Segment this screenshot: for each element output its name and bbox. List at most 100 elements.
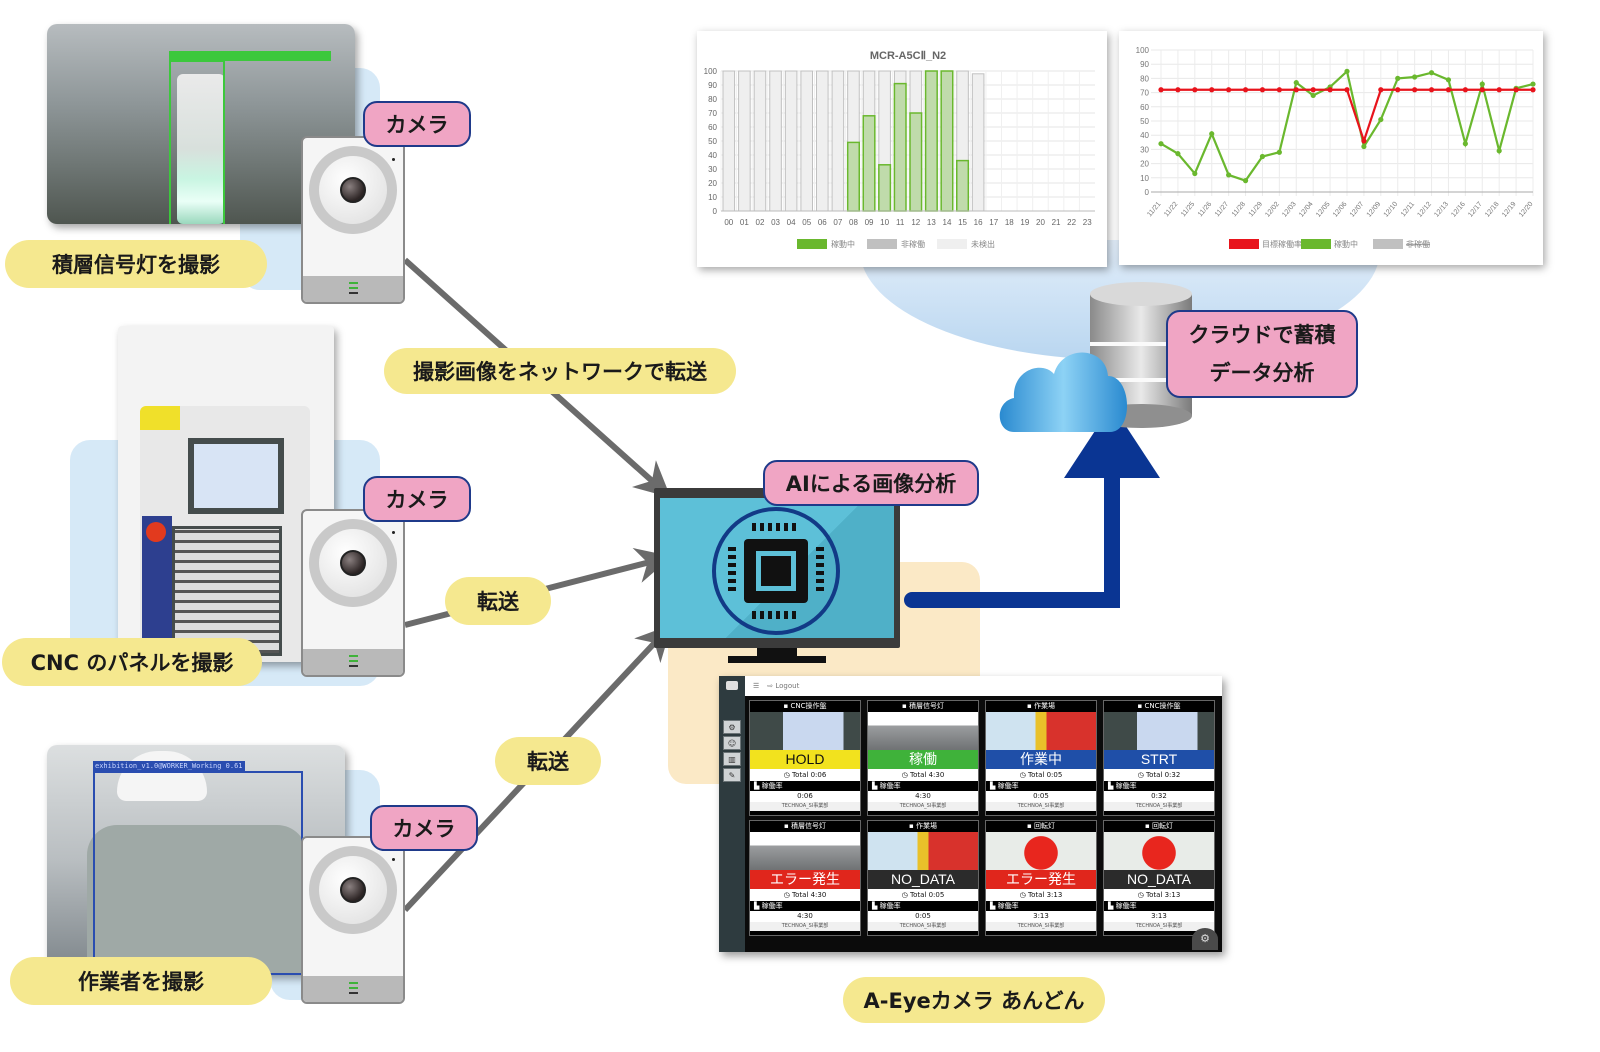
tile-source: ▪ CNC操作盤 — [783, 702, 827, 710]
x-tick-label: 11/27 — [1214, 201, 1230, 219]
bar-idle — [753, 70, 767, 212]
cnc-panel-photo — [118, 326, 334, 662]
source-label-cnc: CNC のパネルを撮影 — [2, 638, 262, 686]
tile-status: NO_DATA — [868, 870, 978, 889]
factory-icon: ▙ — [754, 782, 760, 790]
data-point — [1378, 116, 1384, 123]
legend-label: 未検出 — [971, 239, 995, 249]
andon-tile[interactable]: ▪ 積層信号灯 稼働 ◷ Total 4:30 ▙ 稼働率 4:30 TECHN… — [867, 700, 979, 816]
andon-tile[interactable]: ▪ CNC操作盤 HOLD ◷ Total 0:06 ▙ 稼働率 0:06 TE… — [749, 700, 861, 816]
sidebar-settings-button[interactable]: ⚙ — [723, 720, 741, 734]
tile-total-label: Total 0:32 — [1146, 771, 1181, 779]
data-point — [1412, 87, 1418, 93]
clock-icon: ◷ — [1137, 771, 1144, 779]
legend-swatch — [867, 239, 897, 249]
tile-total: ◷ Total 0:05 — [868, 889, 978, 901]
tile-total-label: Total 0:06 — [792, 771, 827, 779]
andon-tile[interactable]: ▪ CNC操作盤 STRT ◷ Total 0:32 ▙ 稼働率 0:32 TE… — [1103, 700, 1215, 816]
andon-tile[interactable]: ▪ 回転灯 エラー発生 ◷ Total 3:13 ▙ 稼働率 3:13 TECH… — [985, 820, 1097, 936]
tile-rate-value: 0:05 — [868, 911, 978, 922]
tile-status: 作業中 — [986, 750, 1096, 769]
data-point — [1192, 170, 1198, 177]
x-tick-label: 23 — [1083, 218, 1092, 227]
factory-icon: ▙ — [872, 902, 878, 910]
data-point — [1530, 81, 1536, 87]
bar-running — [909, 112, 923, 212]
data-point — [1310, 92, 1316, 99]
factory-icon: ▙ — [754, 902, 760, 910]
x-tick-label: 11/22 — [1163, 201, 1179, 219]
x-tick-label: 12/04 — [1298, 201, 1315, 219]
cloud-analysis-tag: クラウドで蓄積 データ分析 — [1166, 310, 1358, 398]
tile-source-label: 回転灯 — [1151, 822, 1173, 830]
monitor-stand — [757, 648, 797, 656]
data-point — [1378, 87, 1384, 93]
y-tick-label: 40 — [708, 151, 717, 160]
data-point — [1496, 148, 1502, 154]
tile-footer: TECHNOA_SI事業部 — [986, 802, 1096, 811]
tile-footer: TECHNOA_SI事業部 — [1104, 922, 1214, 931]
tile-total-label: Total 0:05 — [1028, 771, 1063, 779]
x-tick-label: 10 — [880, 218, 889, 227]
sidebar-chart-button[interactable]: ▥ — [723, 752, 741, 766]
andon-tile[interactable]: ▪ 作業場 作業中 ◷ Total 0:05 ▙ 稼働率 0:05 TECHNO… — [985, 700, 1097, 816]
detection-label-bar — [169, 51, 331, 61]
tile-total: ◷ Total 4:30 — [750, 889, 860, 901]
data-point — [1344, 87, 1350, 93]
data-point — [1209, 131, 1215, 137]
data-point — [1479, 81, 1485, 87]
tile-total-label: Total 4:30 — [910, 771, 945, 779]
tile-total-label: Total 0:05 — [910, 891, 945, 899]
data-point — [1395, 87, 1401, 93]
andon-dashboard: ⚙ ☺ ▥ ✎ ☰ ⇨ Logout ▪ CNC操作盤 HOLD ◷ Total… — [719, 676, 1222, 952]
sidebar-edit-button[interactable]: ✎ — [723, 768, 741, 782]
detection-label: exhibition_v1.0@WORKER_Working 0.61 — [93, 761, 245, 771]
andon-tile[interactable]: ▪ 回転灯 NO_DATA ◷ Total 3:13 ▙ 稼働率 3:13 TE… — [1103, 820, 1215, 936]
bar-running — [924, 70, 938, 212]
tile-status: 稼働 — [868, 750, 978, 769]
y-tick-label: 20 — [708, 179, 717, 188]
x-tick-label: 12/18 — [1484, 201, 1501, 219]
y-tick-label: 70 — [708, 109, 717, 118]
andon-tile[interactable]: ▪ 作業場 NO_DATA ◷ Total 0:05 ▙ 稼働率 0:05 TE… — [867, 820, 979, 936]
y-tick-label: 60 — [708, 123, 717, 132]
app-logo-icon — [726, 681, 738, 690]
x-tick-label: 00 — [724, 218, 733, 227]
worker-body — [87, 825, 307, 975]
hamburger-icon[interactable]: ☰ — [753, 682, 760, 690]
y-tick-label: 40 — [1140, 131, 1149, 140]
monitor-foot — [728, 656, 826, 663]
sidebar-people-button[interactable]: ☺ — [723, 736, 741, 750]
legend-swatch — [1301, 239, 1331, 249]
data-point — [1395, 75, 1401, 81]
data-point — [1226, 87, 1232, 93]
tile-footer: TECHNOA_SI事業部 — [750, 922, 860, 931]
dashboard-settings-fab[interactable]: ⚙ — [1192, 928, 1218, 950]
transfer-label-cnc: 転送 — [445, 577, 551, 625]
tile-rate-header: ▙ 稼働率 — [1104, 781, 1214, 791]
x-tick-label: 19 — [1020, 218, 1029, 227]
x-tick-label: 18 — [1005, 218, 1014, 227]
camera-tag-3: カメラ — [370, 805, 478, 851]
bar-running — [940, 70, 954, 212]
tile-rate-label: 稼働率 — [879, 782, 901, 790]
tile-rate-value: 0:05 — [986, 791, 1096, 802]
x-tick-label: 12/16 — [1450, 201, 1467, 219]
y-tick-label: 0 — [713, 207, 718, 216]
tile-rate-header: ▙ 稼働率 — [986, 901, 1096, 911]
tile-rate-header: ▙ 稼働率 — [986, 781, 1096, 791]
y-tick-label: 80 — [1140, 74, 1149, 83]
tile-rate-value: 3:13 — [1104, 911, 1214, 922]
x-tick-label: 11/26 — [1197, 201, 1213, 219]
andon-tile[interactable]: ▪ 積層信号灯 エラー発生 ◷ Total 4:30 ▙ 稼働率 4:30 TE… — [749, 820, 861, 936]
tile-camera-image — [750, 712, 860, 750]
data-point — [1530, 87, 1536, 93]
bar-idle — [816, 70, 829, 212]
tile-total: ◷ Total 0:32 — [1104, 769, 1214, 781]
tile-total-label: Total 3:13 — [1146, 891, 1181, 899]
y-tick-label: 90 — [1140, 60, 1149, 69]
clock-icon: ◷ — [1019, 891, 1026, 899]
logout-link[interactable]: ⇨ Logout — [767, 682, 800, 690]
data-point — [1445, 87, 1452, 93]
x-tick-label: 16 — [974, 218, 983, 227]
